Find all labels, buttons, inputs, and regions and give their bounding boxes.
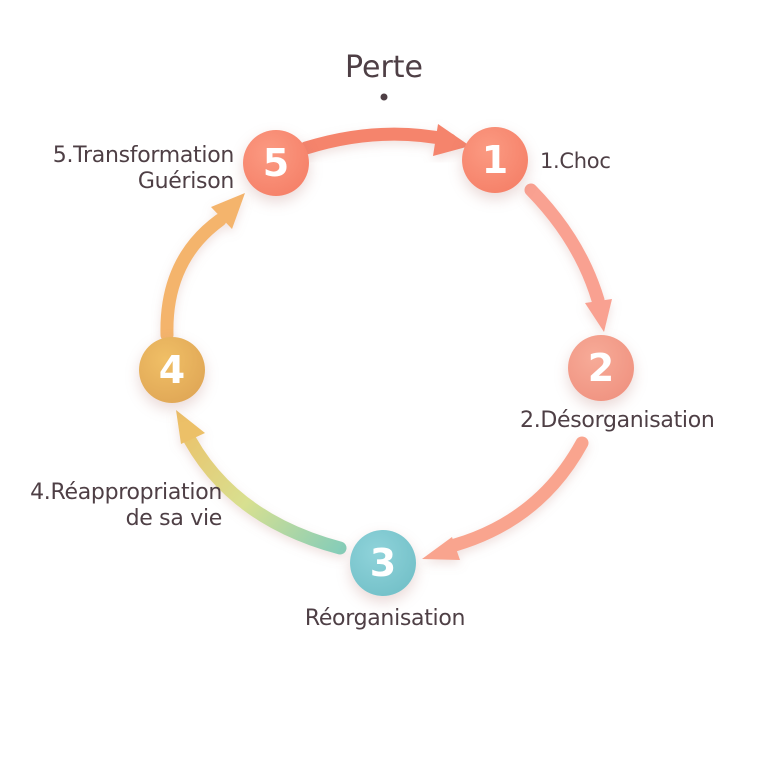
label-desorganisation: 2.Désorganisation: [520, 408, 715, 433]
node-3: 3: [350, 530, 416, 596]
node-1: 1: [462, 127, 528, 193]
label-choc: 1.Choc: [540, 149, 611, 173]
arrow-5-to-1: [299, 124, 470, 156]
label-reappropriation: 4.Réappropriation de sa vie: [30, 480, 222, 531]
arrow-3-to-4: [176, 410, 347, 555]
arrow-4-to-5: [160, 193, 245, 342]
arrow-1-to-2: [524, 183, 612, 332]
diagram-title: Perte: [344, 50, 424, 85]
loss-point-dot: [380, 93, 388, 101]
node-4: 4: [139, 337, 205, 403]
label-transformation: 5.Transformation Guérison: [52, 143, 235, 194]
arrow-2-to-3: [422, 436, 589, 560]
node-5: 5: [243, 130, 309, 196]
node-2: 2: [568, 335, 634, 401]
label-reorganisation: Réorganisation: [304, 606, 466, 631]
